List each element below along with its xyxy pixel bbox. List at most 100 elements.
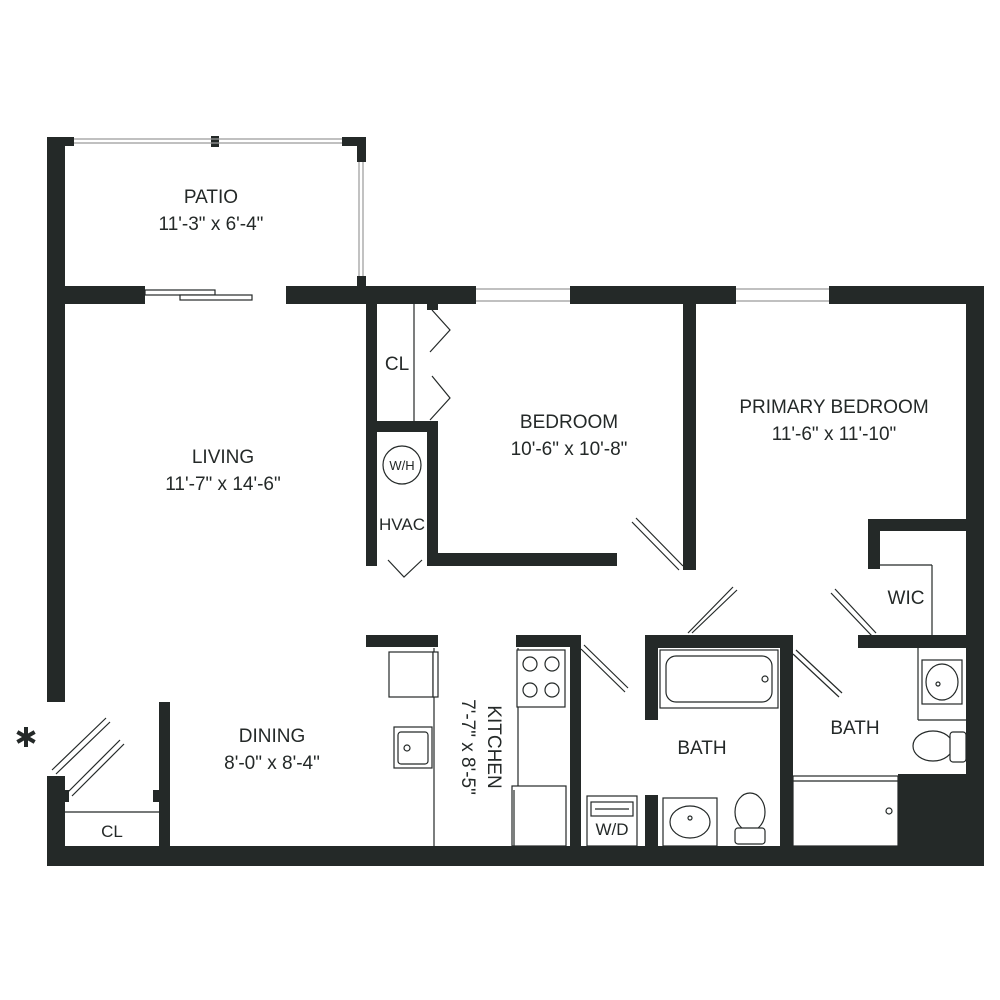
toilet-icon bbox=[734, 792, 766, 845]
entry-post-right bbox=[153, 790, 159, 802]
wall-kitchen-top-right bbox=[516, 635, 581, 647]
primary-bath-inner-door-b bbox=[792, 653, 840, 698]
wall-top-living-left bbox=[47, 286, 145, 304]
primary-bedroom-dims: 11'-6" x 11'-10" bbox=[772, 424, 897, 445]
entry-closet-label: CL bbox=[101, 822, 123, 841]
hall-bath-label: BATH bbox=[677, 738, 726, 759]
patio-wall-top-right bbox=[342, 137, 366, 146]
patio-area bbox=[47, 136, 366, 302]
wall-left-lower bbox=[47, 776, 65, 866]
wall-kitchen-top-left bbox=[366, 635, 438, 647]
hall-bath-fixtures bbox=[659, 649, 779, 847]
bedroom-door-swing bbox=[635, 517, 684, 567]
entry-post-left bbox=[63, 790, 69, 802]
entry-area bbox=[51, 702, 170, 854]
patio-dims: 11'-3" x 6'-4" bbox=[159, 214, 264, 235]
wic-walls bbox=[868, 519, 968, 636]
hall-bath-door-swing-b bbox=[691, 589, 738, 634]
kitchen-label: KITCHEN bbox=[483, 705, 504, 788]
living-dims: 11'-7" x 14'-6" bbox=[165, 474, 280, 495]
bedroom-door-swing-b bbox=[631, 521, 680, 571]
entry-door-swing-b bbox=[55, 721, 111, 775]
wall-top-mid bbox=[570, 286, 736, 304]
wall-left-upper bbox=[47, 286, 65, 702]
closet-door-swing-b bbox=[71, 743, 125, 797]
wall-cl-stub bbox=[427, 302, 438, 310]
hvac-label: HVAC bbox=[379, 515, 425, 534]
wall-hvac-right bbox=[427, 421, 438, 566]
patio-label: PATIO bbox=[184, 187, 238, 208]
wall-entry-cl-right bbox=[159, 702, 170, 854]
refrigerator bbox=[388, 651, 434, 698]
primary-bedroom-label: PRIMARY BEDROOM bbox=[739, 397, 928, 418]
patio-post-top bbox=[211, 136, 219, 147]
closet-hvac-walls bbox=[366, 286, 451, 578]
living-label: LIVING bbox=[192, 447, 254, 468]
wall-bedroom-right bbox=[683, 304, 696, 570]
wall-bottom bbox=[47, 846, 984, 866]
room-labels: PATIO 11'-3" x 6'-4" LIVING 11'-7" x 14'… bbox=[101, 187, 929, 841]
wall-wic-top bbox=[868, 519, 968, 531]
wall-hall-bath-left-lower bbox=[645, 795, 658, 855]
patio-wall-left bbox=[47, 137, 65, 302]
wall-cl-divider bbox=[366, 421, 438, 432]
windows bbox=[476, 288, 829, 302]
wall-right bbox=[966, 286, 984, 866]
bath-kitchen-walls bbox=[366, 586, 968, 855]
wall-hall-bath-right bbox=[780, 635, 793, 855]
primary-bath-door-swing bbox=[834, 588, 877, 634]
entry-star-icon bbox=[16, 727, 36, 747]
washer-dryer-icon bbox=[586, 795, 638, 847]
bifold-door-hvac bbox=[387, 559, 423, 578]
laundry-door-swing bbox=[583, 644, 629, 689]
bedroom-label: BEDROOM bbox=[520, 412, 618, 433]
entry-door-swing bbox=[51, 717, 107, 771]
wall-top-living-right bbox=[286, 286, 476, 304]
primary-bath-label: BATH bbox=[830, 718, 879, 739]
refrigerator-door bbox=[432, 651, 439, 698]
wic-label: WIC bbox=[888, 588, 925, 609]
wall-top-right bbox=[829, 286, 984, 304]
primary-bath-fixtures bbox=[792, 648, 967, 847]
sliding-door bbox=[144, 289, 253, 301]
water-heater-icon bbox=[382, 445, 422, 485]
laundry-door-swing-b bbox=[580, 648, 626, 693]
kitchen-dims: 7'-7" x 8'-5" bbox=[457, 699, 478, 795]
bifold-door-top bbox=[429, 309, 451, 353]
sink-icon bbox=[393, 726, 433, 769]
washer-dryer-label: W/D bbox=[595, 820, 628, 839]
primary-bath-door-swing-b bbox=[830, 592, 873, 637]
patio-post-right bbox=[357, 137, 366, 162]
shower bbox=[792, 775, 899, 847]
shower-drain bbox=[885, 807, 893, 815]
slider-panel-1 bbox=[144, 289, 216, 296]
wall-kitchen-right bbox=[570, 635, 581, 855]
closet-label: CL bbox=[385, 354, 409, 375]
outer-walls bbox=[47, 286, 984, 866]
bedroom-walls bbox=[427, 304, 696, 571]
slider-panel-2 bbox=[179, 294, 253, 301]
wall-hall-bath-top bbox=[645, 635, 793, 648]
wall-hall-bath-left-upper bbox=[645, 635, 658, 720]
toilet-icon bbox=[912, 730, 967, 763]
bifold-door-bottom bbox=[429, 375, 451, 421]
wall-wic-left bbox=[868, 519, 880, 569]
dining-label: DINING bbox=[239, 726, 306, 747]
wall-primary-bath-top bbox=[858, 635, 968, 648]
sink-icon bbox=[921, 659, 963, 705]
hall-bath-door-swing bbox=[687, 586, 734, 634]
wall-bedroom-bottom bbox=[427, 553, 617, 566]
wall-bottom-right-block bbox=[898, 774, 984, 866]
water-heater-label: W/H bbox=[389, 458, 414, 473]
stove-icon bbox=[516, 649, 566, 708]
bedroom-dims: 10'-6" x 10'-8" bbox=[511, 439, 628, 460]
kitchen-fixtures bbox=[388, 648, 567, 847]
patio-post-bottom bbox=[357, 276, 366, 290]
primary-bath-inner-door bbox=[795, 649, 843, 694]
closet-door-swing bbox=[67, 739, 121, 793]
bathtub-icon bbox=[659, 649, 779, 709]
patio-wall-top-left bbox=[47, 137, 74, 146]
sink-icon bbox=[662, 797, 718, 847]
dining-dims: 8'-0" x 8'-4" bbox=[224, 753, 320, 774]
